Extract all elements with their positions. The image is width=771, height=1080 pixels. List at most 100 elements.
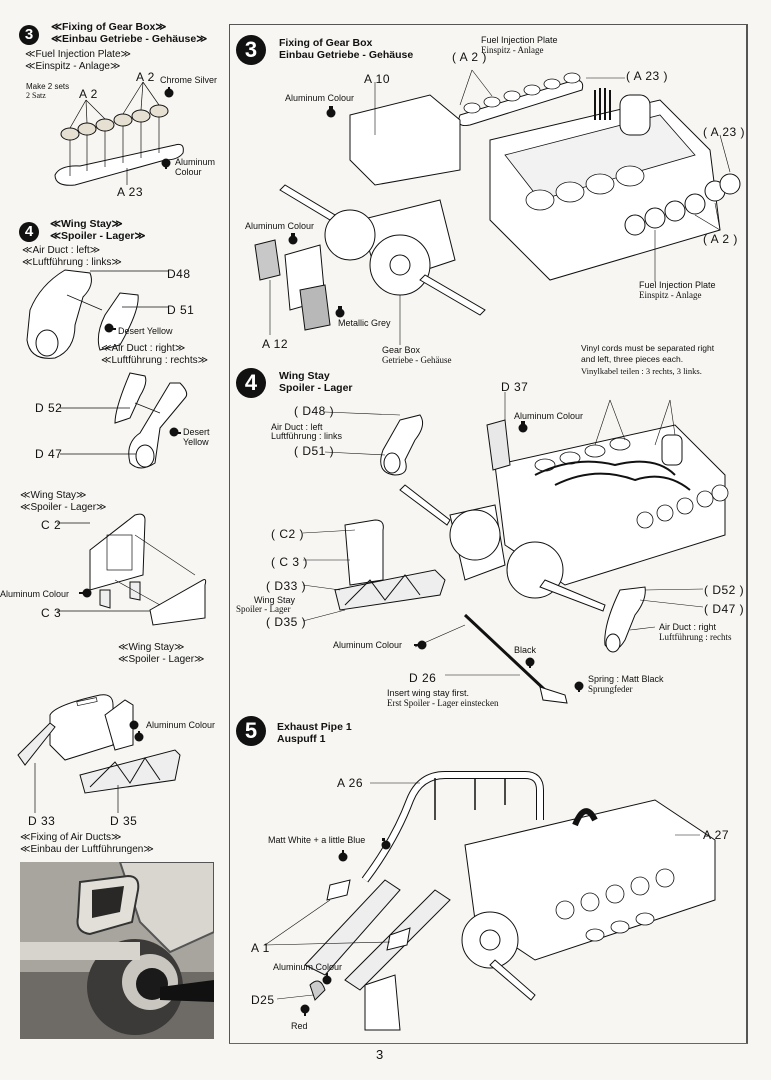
wing-stay-heading-de: ≪Spoiler - Lager≫ bbox=[20, 502, 107, 513]
part-label-a2: ( A 2 ) bbox=[452, 50, 487, 64]
wing-stay2-heading-de: ≪Spoiler - Lager≫ bbox=[118, 654, 205, 665]
paint-spring-matt-black-de: Sprungfeder bbox=[588, 684, 633, 694]
wing-stay-assembly-drawing bbox=[17, 694, 181, 813]
page-number: 3 bbox=[376, 1047, 384, 1062]
air-duct-right-label-de: Luftführung : rechts bbox=[659, 632, 732, 642]
fixing-air-ducts-heading-en: ≪Fixing of Air Ducts≫ bbox=[20, 832, 122, 843]
fuel-plate-label-en: Fuel Injection Plate bbox=[639, 280, 716, 290]
paint-aluminum-label: Aluminum bbox=[175, 157, 216, 167]
paint-dot-icon bbox=[169, 427, 181, 437]
paint-desert-yellow: Desert bbox=[183, 427, 210, 437]
gearbox-engine-drawing bbox=[254, 69, 741, 345]
step-badge-4: 4 bbox=[236, 368, 266, 398]
paint-red: Red bbox=[291, 1021, 308, 1031]
wing-stay-label-de: Spoiler - Lager bbox=[236, 604, 291, 614]
exhaust-assembly-drawing bbox=[264, 771, 716, 1031]
part-label-d47: D 47 bbox=[35, 447, 63, 461]
paint-desert-yellow: Yellow bbox=[183, 437, 209, 447]
part-label-c3: ( C 3 ) bbox=[271, 555, 308, 569]
paint-matt-white-blue: Matt White + a little Blue bbox=[268, 835, 366, 845]
paint-dot-icon bbox=[134, 731, 144, 742]
air-duct-left-label-en: Air Duct : left bbox=[271, 422, 323, 432]
part-label-d35: ( D35 ) bbox=[266, 615, 307, 629]
wing-stay-plate-drawing bbox=[57, 513, 207, 626]
part-label-d52: D 52 bbox=[35, 401, 63, 415]
part-label-d51: D 51 bbox=[167, 303, 195, 317]
paint-black: Black bbox=[514, 645, 537, 655]
paint-dot-icon bbox=[129, 720, 139, 730]
air-duct-right-heading-en: ≪Air Duct : right≫ bbox=[101, 343, 186, 354]
part-label-c3: C 3 bbox=[41, 606, 62, 620]
part-label-d25: D25 bbox=[251, 993, 275, 1007]
paint-aluminum-colour: Aluminum Colour bbox=[333, 640, 403, 651]
step4-left-title-de: ≪Spoiler - Lager≫ bbox=[50, 230, 146, 242]
step3-title-de: Einbau Getriebe - Gehäuse bbox=[279, 49, 414, 61]
paint-dot-icon bbox=[104, 323, 116, 333]
paint-dot-icon bbox=[381, 838, 391, 850]
step3-left-title-de: ≪Einbau Getriebe - Gehäuse≫ bbox=[51, 33, 208, 45]
gearbox-label-en: Gear Box bbox=[382, 345, 421, 355]
paint-dot-icon bbox=[288, 233, 298, 245]
paint-spring-matt-black: Spring : Matt Black bbox=[588, 674, 664, 684]
paint-dot-icon bbox=[414, 640, 427, 650]
paint-dot-icon bbox=[300, 1004, 310, 1016]
paint-aluminum-colour: Aluminum Colour bbox=[285, 93, 355, 103]
wing-stay2-heading-en: ≪Wing Stay≫ bbox=[118, 642, 185, 653]
paint-aluminum-label: Colour bbox=[175, 167, 202, 177]
part-label-a10: A 10 bbox=[364, 72, 391, 86]
part-label-a2: ( A 2 ) bbox=[703, 232, 738, 246]
part-label-a23: A 23 bbox=[117, 185, 144, 199]
step4-title-en: Wing Stay bbox=[279, 370, 330, 382]
part-label-d35: D 35 bbox=[110, 814, 138, 828]
step-badge-3: 3 bbox=[236, 35, 266, 65]
fuel-plate-label-de: Einspitz - Anlage bbox=[639, 290, 702, 300]
vinyl-cords-note-de: Vinylkabel teilen : 3 rechts, 3 links. bbox=[581, 366, 702, 376]
paint-dot-icon bbox=[525, 657, 535, 668]
air-duct-left-label-de: Luftführung : links bbox=[271, 431, 343, 441]
paint-dot-icon bbox=[161, 158, 171, 169]
air-duct-right-drawing bbox=[60, 372, 188, 469]
part-label-c2: C 2 bbox=[41, 518, 62, 532]
step-badge-4-left: 4 bbox=[19, 222, 39, 242]
gearbox-label-de: Getriebe - Gehäuse bbox=[382, 355, 452, 365]
paint-dot-icon bbox=[322, 973, 332, 985]
part-label-d37: D 37 bbox=[501, 380, 529, 394]
air-duct-photo bbox=[20, 862, 214, 1039]
step4-title-de: Spoiler - Lager bbox=[279, 382, 353, 394]
step5-title-en: Exhaust Pipe 1 bbox=[277, 721, 352, 733]
part-label-a2: A 2 bbox=[136, 70, 155, 84]
part-label-d33: D 33 bbox=[28, 814, 56, 828]
part-label-a2: A 2 bbox=[79, 87, 98, 101]
paint-aluminum-colour: Aluminum Colour bbox=[245, 221, 315, 231]
air-duct-left-heading-en: ≪Air Duct : left≫ bbox=[22, 245, 101, 256]
step3-left-title-en: ≪Fixing of Gear Box≫ bbox=[51, 21, 167, 33]
wing-stay-label-en: Wing Stay bbox=[254, 595, 296, 605]
insert-note-de: Erst Spoiler - Lager einstecken bbox=[387, 698, 499, 708]
paint-aluminum-colour: Aluminum Colour bbox=[514, 411, 584, 421]
insert-note-en: Insert wing stay first. bbox=[387, 688, 470, 698]
fuel-plate-heading-en: ≪Fuel Injection Plate≫ bbox=[25, 49, 131, 60]
wing-stay-heading-en: ≪Wing Stay≫ bbox=[20, 490, 87, 501]
step3-title-en: Fixing of Gear Box bbox=[279, 37, 373, 49]
part-label-a23: ( A 23 ) bbox=[703, 125, 746, 139]
paint-aluminum-colour: Aluminum Colour bbox=[0, 589, 70, 599]
fuel-plate-label-de: Einspitz - Anlage bbox=[481, 45, 544, 55]
paint-desert-yellow: Desert Yellow bbox=[118, 326, 173, 336]
vinyl-cords-note-en: Vinyl cords must be separated right and … bbox=[581, 343, 715, 364]
part-label-a26: A 26 bbox=[337, 776, 364, 790]
part-label-d33: ( D33 ) bbox=[266, 579, 307, 593]
step-badge-3-left: 3 bbox=[19, 25, 39, 45]
step-badge-5: 5 bbox=[236, 716, 266, 746]
paint-dot-icon bbox=[335, 306, 345, 318]
air-duct-left-drawing bbox=[26, 269, 168, 359]
make-sets-note-de: 2 Satz bbox=[26, 91, 46, 100]
paint-dot-icon bbox=[164, 87, 174, 98]
part-label-a27: A 27 bbox=[703, 828, 730, 842]
part-label-a23: ( A 23 ) bbox=[626, 69, 669, 83]
part-label-d48: ( D48 ) bbox=[294, 404, 335, 418]
paint-aluminum-colour: Aluminum Colour bbox=[146, 720, 216, 730]
bottom-rule bbox=[229, 1043, 748, 1044]
step4-left-title-en: ≪Wing Stay≫ bbox=[50, 218, 123, 230]
part-label-d48: D48 bbox=[167, 267, 191, 281]
paint-dot-icon bbox=[574, 681, 584, 692]
